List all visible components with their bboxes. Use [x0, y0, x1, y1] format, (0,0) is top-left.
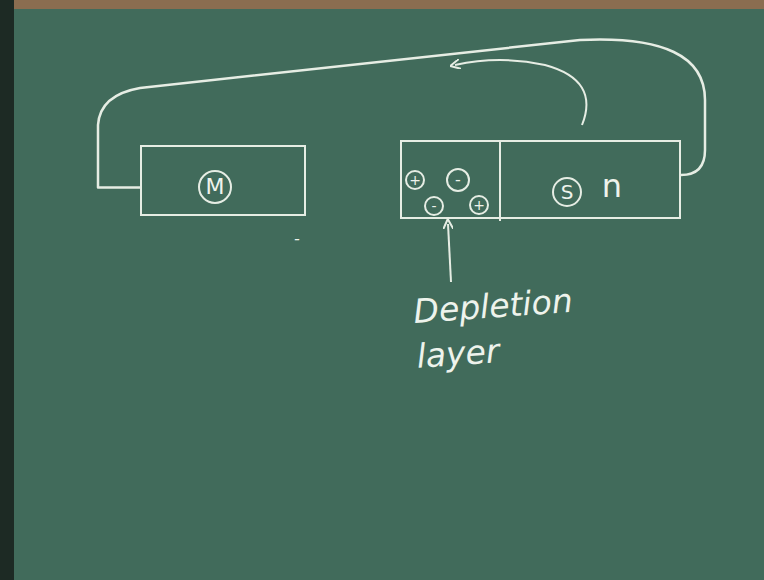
board-edge	[0, 0, 14, 580]
leader-arrow	[448, 224, 451, 282]
polarity-mark: -	[294, 228, 300, 250]
board-frame	[0, 0, 764, 9]
charge-sign: -	[446, 168, 470, 192]
depletion-region: + -- +	[402, 142, 501, 221]
charge-sign: -	[424, 196, 444, 216]
semiconductor-box: + -- + Sn	[400, 140, 681, 219]
type-label: n	[600, 169, 624, 203]
charge-sign: +	[469, 195, 489, 215]
charge-sign: +	[405, 170, 425, 190]
metal-symbol: M	[198, 170, 232, 204]
current-arrow	[455, 60, 586, 125]
metal-box: M	[140, 145, 306, 216]
region-label: Depletion layer	[412, 276, 618, 379]
semiconductor-symbol: S	[552, 177, 582, 207]
